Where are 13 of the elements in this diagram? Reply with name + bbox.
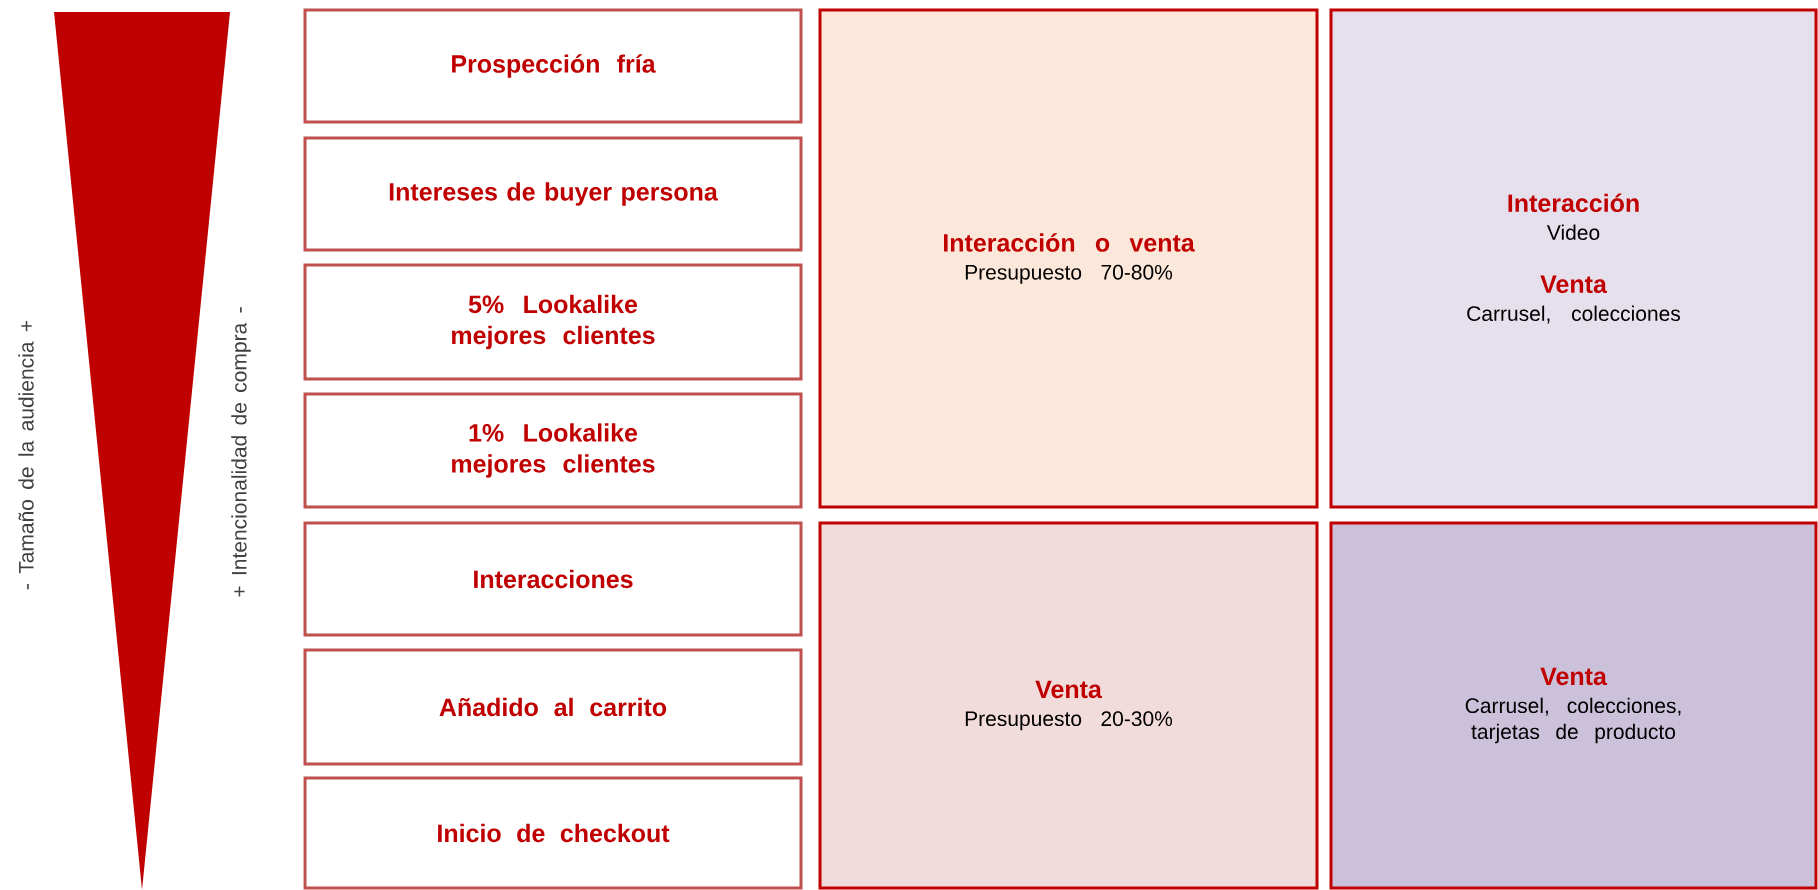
axis-label: - Tamaño de la audiencia + <box>18 320 34 590</box>
left-box: 1% Lookalike mejores clientes <box>303 392 803 509</box>
left-box: Añadido al carrito <box>303 648 803 766</box>
left-box: Inicio de checkout <box>303 776 803 890</box>
axis-label: + Intencionalidad de compra - <box>231 307 251 597</box>
format-box: Interacción Video Venta Carrusel, colecciones <box>1329 8 1818 509</box>
left-box: Intereses de buyer persona <box>303 136 803 252</box>
budget-box: Venta Presupuesto 20-30% <box>818 521 1319 890</box>
left-box: Prospección fría <box>303 8 803 124</box>
left-box: 5% Lookalike mejores clientes <box>303 263 803 381</box>
format-box: Venta Carrusel, colecciones, tarjetas de producto <box>1329 521 1818 890</box>
left-box: Interacciones <box>303 521 803 637</box>
budget-box: Interacción o venta Presupuesto 70-80% <box>818 8 1319 509</box>
